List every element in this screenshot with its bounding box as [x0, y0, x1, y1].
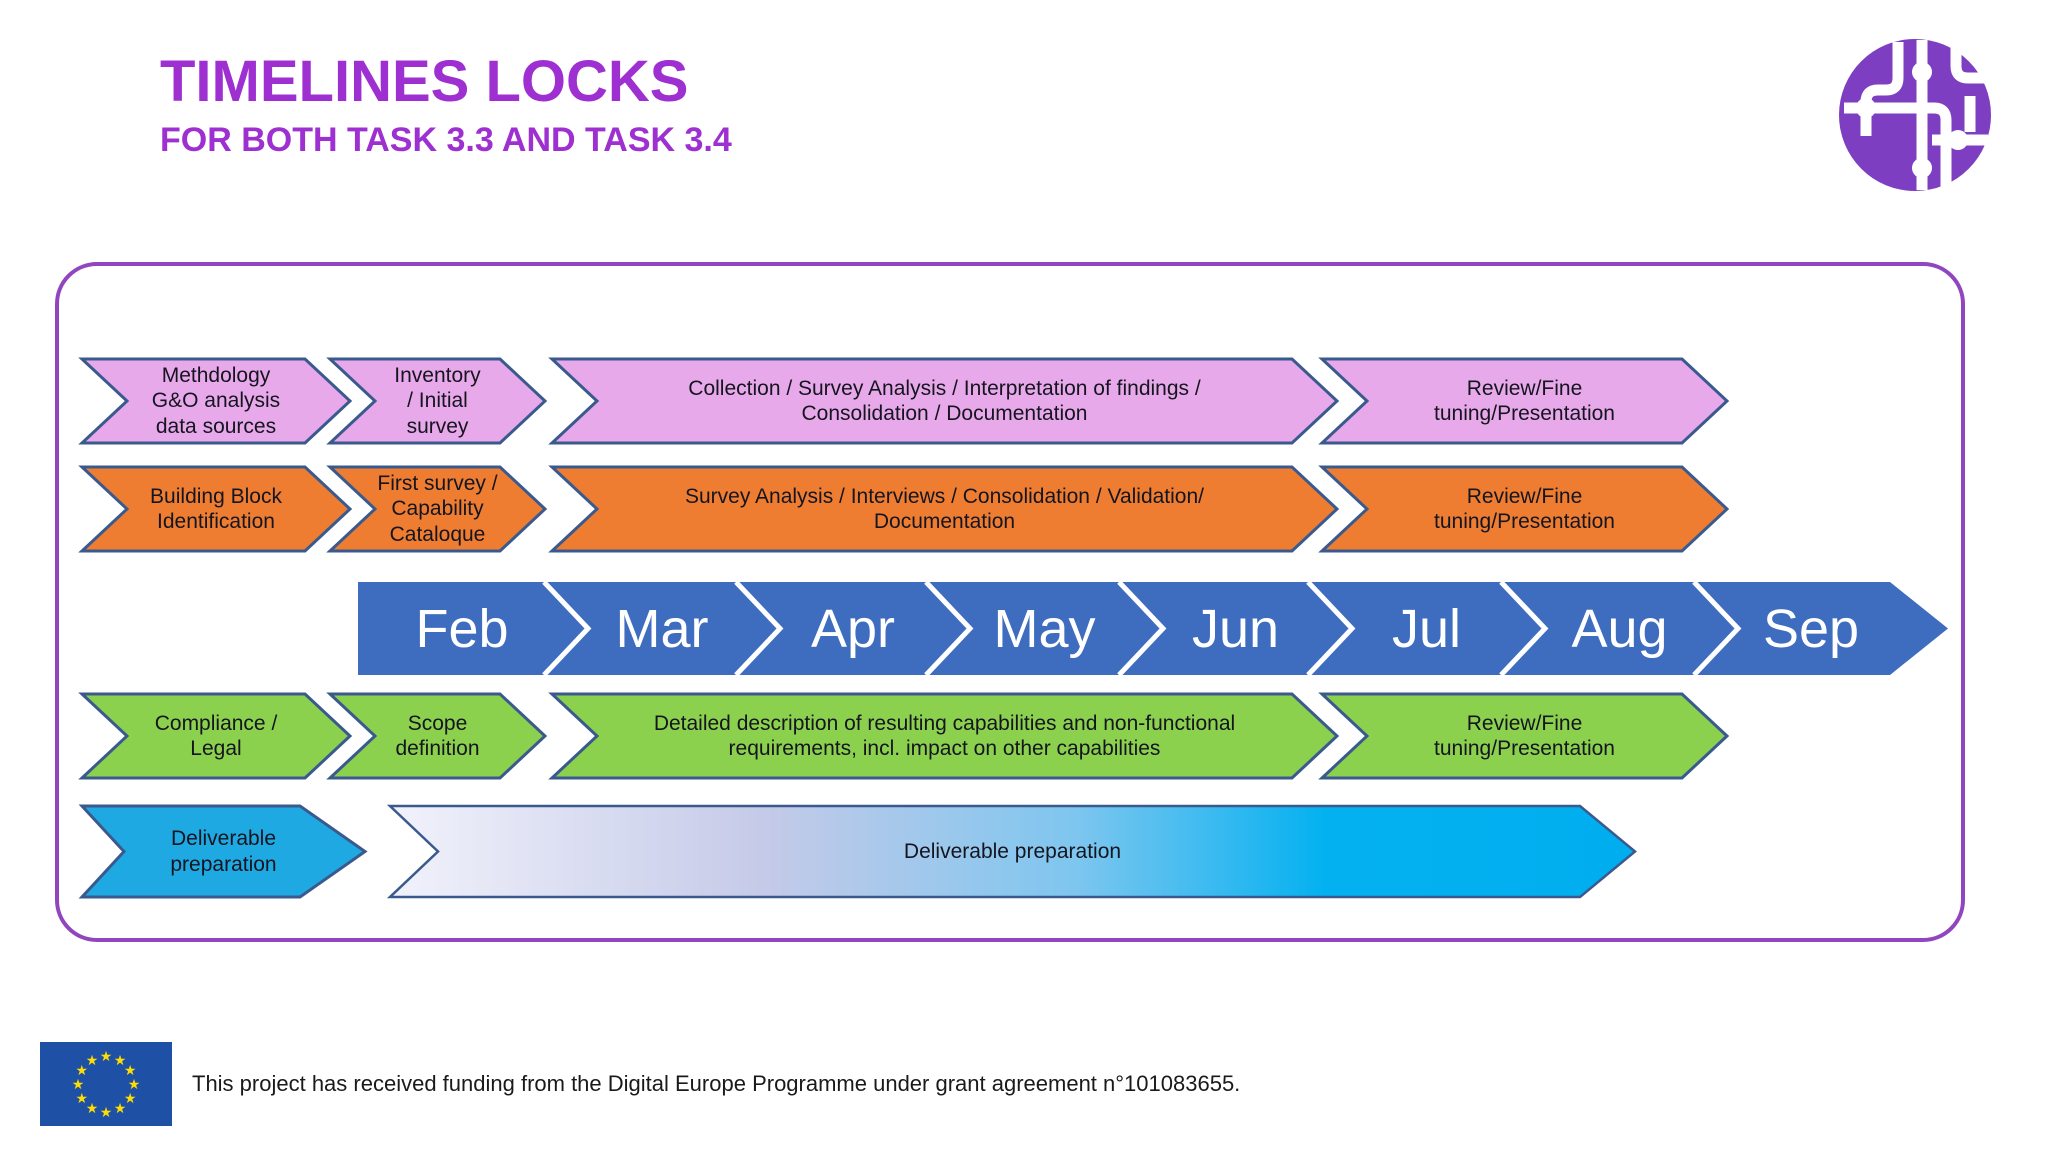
page-subtitle: FOR BOTH TASK 3.3 AND TASK 3.4	[160, 120, 732, 159]
project-logo-icon	[1839, 39, 1991, 191]
chevron-label: Review/Fine tuning/Presentation	[1434, 376, 1615, 425]
svg-text:★: ★	[124, 1091, 137, 1107]
chevron-review-green: Review/Fine tuning/Presentation	[1318, 692, 1730, 780]
month-aug: Aug	[1571, 598, 1668, 659]
page-title: TIMELINES LOCKS	[160, 49, 689, 114]
chevron-review-orange: Review/Fine tuning/Presentation	[1318, 465, 1730, 553]
svg-text:★: ★	[76, 1091, 89, 1107]
chevron-label: Detailed description of resulting capabi…	[653, 711, 1236, 760]
svg-text:★: ★	[100, 1105, 113, 1121]
header: TIMELINES LOCKS FOR BOTH TASK 3.3 AND TA…	[160, 49, 732, 159]
chevron-deliverable-prep: Deliverable preparation	[78, 804, 368, 899]
month-may: May	[993, 598, 1096, 659]
month-band: Feb Mar Apr May Jun Jul Aug Sep	[358, 580, 1958, 677]
chevron-building-block: Building Block Identification	[78, 465, 353, 553]
chevron-label: Deliverable preparation	[903, 839, 1122, 863]
chevron-compliance-legal: Compliance / Legal	[78, 692, 353, 780]
chevron-scope-definition: Scope definition	[326, 692, 548, 780]
chevron-methodology: Methdology G&O analysis data sources	[78, 357, 353, 445]
chevron-label: Building Block Identification	[150, 484, 282, 533]
chevron-label: Compliance / Legal	[154, 711, 278, 760]
svg-text:★: ★	[86, 1053, 99, 1069]
chevron-label: Methdology G&O analysis data sources	[151, 364, 281, 438]
chevron-survey-interviews: Survey Analysis / Interviews / Consolida…	[548, 465, 1340, 553]
month-sep: Sep	[1762, 598, 1860, 659]
month-mar: Mar	[615, 598, 709, 659]
month-feb: Feb	[415, 598, 509, 659]
svg-text:★: ★	[86, 1101, 99, 1117]
chevron-collection-analysis: Collection / Survey Analysis / Interpret…	[548, 357, 1340, 445]
chevron-detailed-description: Detailed description of resulting capabi…	[548, 692, 1340, 780]
funding-statement: This project has received funding from t…	[192, 1071, 1241, 1096]
chevron-label: First survey / Capability Cataloque	[377, 472, 498, 546]
chevron-review-pink: Review/Fine tuning/Presentation	[1318, 357, 1730, 445]
chevron-label: Survey Analysis / Interviews / Consolida…	[684, 484, 1205, 533]
deliverable-preparation-bar: Deliverable preparation	[386, 804, 1637, 899]
svg-text:★: ★	[114, 1101, 127, 1117]
month-apr: Apr	[810, 598, 896, 659]
eu-flag-icon: ★ ★ ★ ★ ★ ★ ★ ★ ★ ★ ★ ★	[40, 1042, 172, 1126]
chevron-label: Review/Fine tuning/Presentation	[1434, 484, 1615, 533]
svg-text:★: ★	[128, 1077, 141, 1093]
month-jul: Jul	[1391, 598, 1462, 659]
svg-text:★: ★	[114, 1053, 127, 1069]
chevron-first-survey: First survey / Capability Cataloque	[326, 465, 548, 553]
chevron-label: Review/Fine tuning/Presentation	[1434, 711, 1615, 760]
chevron-label: Inventory / Initial survey	[394, 364, 481, 438]
chevron-inventory-survey: Inventory / Initial survey	[326, 357, 548, 445]
svg-text:★: ★	[100, 1049, 113, 1065]
chevron-label: Deliverable preparation	[170, 827, 277, 876]
chevron-label: Collection / Survey Analysis / Interpret…	[688, 376, 1201, 425]
chevron-label: Scope definition	[395, 711, 480, 760]
svg-text:★: ★	[124, 1063, 137, 1079]
svg-text:★: ★	[76, 1063, 89, 1079]
month-jun: Jun	[1191, 598, 1280, 659]
svg-text:★: ★	[72, 1077, 85, 1093]
